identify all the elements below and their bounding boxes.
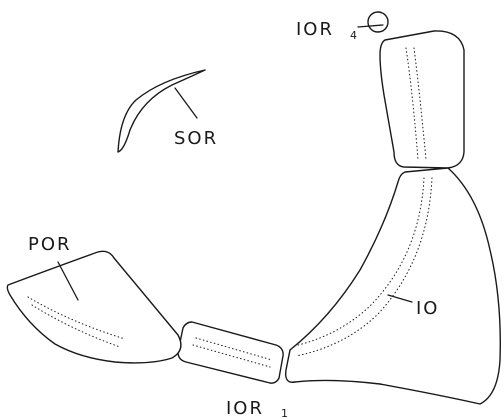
io-label: IO <box>416 298 439 319</box>
sor-leader <box>175 88 197 118</box>
sor-bone-group: SOR <box>118 70 218 152</box>
upper-infraorbital-bone-group <box>380 31 464 168</box>
ior1-bone <box>178 322 283 383</box>
por-bone <box>7 251 181 363</box>
por-bone-group: POR <box>7 234 181 363</box>
upper-infraorbital-bone <box>380 31 464 168</box>
ior1-label-subscript: 1 <box>281 407 288 419</box>
ior4-bone <box>368 12 388 32</box>
io-bone <box>286 168 501 404</box>
ior4-bone-group: IOR 4 <box>296 12 388 42</box>
ior4-label: IOR <box>296 19 334 40</box>
ior1-label: IOR <box>226 398 264 419</box>
sor-label: SOR <box>174 128 218 149</box>
ior1-bone-group <box>178 322 283 383</box>
ior4-label-subscript: 4 <box>350 29 357 42</box>
por-label: POR <box>28 234 72 255</box>
io-bone-group: IO <box>286 168 501 404</box>
